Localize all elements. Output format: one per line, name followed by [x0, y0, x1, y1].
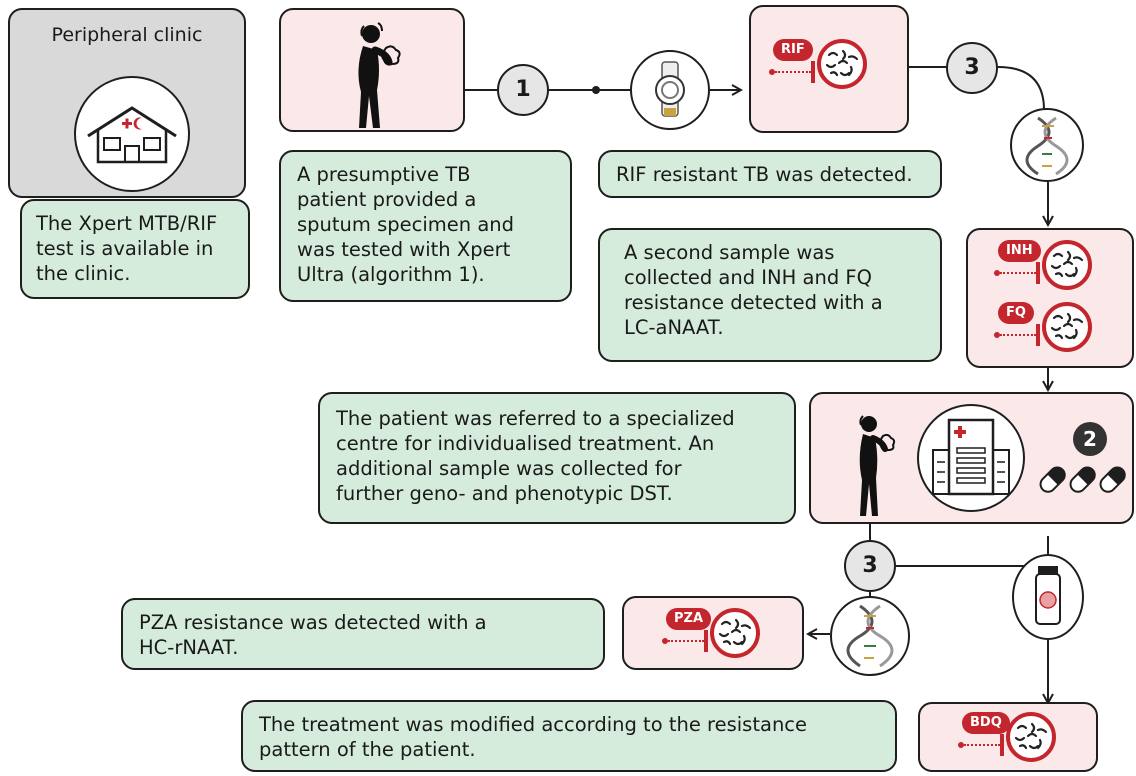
culture-tube-circle — [1012, 554, 1084, 640]
resistance-dot — [994, 270, 1000, 276]
coughing-patient-icon — [859, 415, 896, 516]
hospital-circle — [917, 404, 1025, 512]
note-line: HC-rNAAT. — [139, 636, 239, 659]
specialized-centre-card: 2 — [809, 392, 1134, 524]
resistance-label: BDQ — [962, 712, 1010, 734]
xpert-cartridge-icon — [655, 61, 685, 117]
resistance-dot — [662, 638, 668, 644]
xpert-cartridge-circle — [630, 50, 710, 130]
coughing-patient-icon — [358, 22, 401, 128]
bacteria-icon — [1006, 712, 1056, 762]
note-line: The patient was referred to a specialize… — [336, 407, 735, 430]
note-second-sample: A second sample was collected and INH an… — [598, 228, 942, 362]
resistance-bar — [1036, 324, 1040, 346]
resistance-dot — [994, 332, 1000, 338]
note-line: resistance detected with a — [624, 291, 883, 314]
bacteria-icon — [710, 608, 760, 658]
dna-sequencing-circle — [1010, 108, 1084, 182]
bacteria-icon — [817, 39, 867, 89]
step-number-badge: 3 — [946, 42, 998, 94]
note-line: RIF resistant TB was detected. — [616, 163, 913, 186]
note-line: patient provided a — [297, 188, 477, 211]
resistance-line — [775, 71, 811, 73]
fq-resistance-marker: FQ — [994, 302, 1094, 354]
rif-resistance-marker: RIF — [769, 39, 869, 91]
bdq-resistance-marker: BDQ — [958, 712, 1058, 764]
resistance-label: RIF — [773, 39, 813, 61]
resistance-line — [1000, 334, 1036, 336]
resistance-bar — [704, 630, 708, 652]
resistance-line — [964, 744, 1000, 746]
note-referred: The patient was referred to a specialize… — [318, 392, 796, 524]
pza-result-card: PZA — [622, 596, 804, 670]
note-line: was tested with Xpert — [297, 238, 511, 261]
clinic-title: Peripheral clinic — [51, 24, 203, 46]
resistance-bar — [1036, 262, 1040, 284]
dna-icon — [1025, 116, 1069, 176]
resistance-label: PZA — [666, 608, 712, 630]
note-line: centre for individualised treatment. An — [336, 432, 715, 455]
dna-icon — [846, 604, 894, 668]
resistance-label: FQ — [998, 302, 1034, 324]
note-line: The treatment was modified according to … — [259, 713, 808, 736]
note-line: Ultra (algorithm 1). — [297, 263, 485, 286]
note-line: A second sample was — [624, 241, 835, 264]
bacteria-icon — [1042, 240, 1092, 290]
note-line: the clinic. — [36, 262, 131, 285]
resistance-bar — [1000, 734, 1004, 756]
pza-resistance-marker: PZA — [662, 608, 762, 660]
resistance-dot — [769, 69, 775, 75]
note-line: collected and INH and FQ — [624, 266, 872, 289]
treatment-regimen-badge: 2 — [1073, 422, 1107, 456]
note-line: pattern of the patient. — [259, 738, 476, 761]
note-line: LC-aNAAT. — [624, 316, 724, 339]
step-number-badge: 1 — [497, 64, 549, 116]
bdq-result-card: BDQ — [918, 702, 1098, 772]
inh-resistance-marker: INH — [994, 240, 1094, 292]
peripheral-clinic-card: Peripheral clinic — [8, 8, 246, 198]
note-line: additional sample was collected for — [336, 457, 682, 480]
resistance-label: INH — [998, 240, 1041, 262]
patient-sputum-card — [279, 8, 465, 132]
note-presumptive-tb: A presumptive TB patient provided a sput… — [279, 150, 572, 302]
resistance-dot — [958, 742, 964, 748]
rif-result-card: RIF — [749, 5, 909, 133]
bacteria-icon — [1042, 302, 1092, 352]
note-line: test is available in — [36, 237, 214, 260]
pills-icon — [1039, 466, 1126, 493]
note-xpert-available: The Xpert MTB/RIF test is available in t… — [20, 199, 250, 299]
hospital-icon — [932, 418, 1010, 496]
note-treatment-modified: The treatment was modified according to … — [241, 700, 897, 772]
resistance-line — [668, 640, 704, 642]
note-line: A presumptive TB — [297, 163, 471, 186]
note-line: PZA resistance was detected with a — [139, 611, 487, 634]
resistance-bar — [811, 61, 815, 83]
dna-sequencing-circle — [830, 596, 910, 676]
note-rif-resistant: RIF resistant TB was detected. — [598, 150, 942, 198]
resistance-line — [1000, 272, 1036, 274]
step-number-badge: 3 — [844, 540, 896, 592]
note-line: sputum specimen and — [297, 213, 515, 236]
note-line: further geno- and phenotypic DST. — [336, 482, 673, 505]
inh-fq-result-card: INH FQ — [966, 228, 1134, 368]
note-pza-resistance: PZA resistance was detected with a HC-rN… — [121, 598, 605, 670]
culture-tube-icon — [1035, 566, 1061, 625]
clinic-building-icon — [74, 76, 190, 192]
note-line: The Xpert MTB/RIF — [36, 212, 218, 235]
